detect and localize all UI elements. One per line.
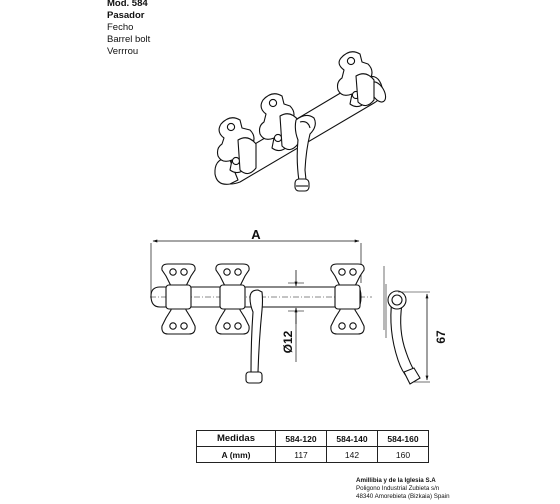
iso-bolt-tip [214,157,239,185]
front-guide-middle [215,263,250,335]
spec-model-cell: 584-140 [326,430,378,447]
spec-value-cell: 160 [377,446,429,463]
iso-guide-middle [258,93,299,152]
product-name-eu: Fecho [107,22,134,33]
side-view [383,266,430,385]
spec-table-value-row: A (mm) 117 142 160 [196,446,429,463]
isometric-view [214,51,387,192]
spec-table-header-row: Medidas 584-120 584-140 584-160 [196,430,429,447]
product-name-fr: Verrrou [107,46,139,57]
model-number: Mod. 584 [107,0,148,9]
company-address-line: Poligono Industrial Zubieta s/n [356,485,440,493]
spec-table: Medidas 584-120 584-140 584-160 A (mm) 1… [196,430,429,463]
spec-value-cell: 117 [275,446,327,463]
spec-model-cell: 584-120 [275,430,327,447]
iso-handle-knob [294,178,310,192]
company-address-line: 48340 Amorebieta (Bizkaia) Spain [356,493,450,501]
front-handle [249,289,264,373]
iso-guide-left [216,117,257,175]
product-name-en: Barrel bolt [107,34,151,45]
product-name-es: Pasador [107,10,145,21]
dimension-a-label: A [251,227,261,242]
spec-value-cell: 142 [326,446,378,463]
front-guide-left [161,263,196,335]
company-name: Amillibia y de la Iglesia S.A [356,477,436,484]
dimension-height-label: 67 [434,330,448,344]
spec-header-label: Medidas [196,430,276,447]
spec-row-label: A (mm) [196,446,276,463]
iso-guide-right [336,51,375,108]
dimension-diameter-label: Ø12 [281,330,295,353]
front-guide-right [330,263,365,335]
model-header: Mod. 584 Pasador Fecho Barrel bolt Verrr… [107,0,150,58]
spec-model-cell: 584-160 [377,430,429,447]
front-handle-knob [245,371,263,384]
company-address: Amillibia y de la Iglesia S.A Poligono I… [356,477,450,502]
front-view [150,239,372,384]
side-handle [390,299,417,379]
iso-handle [294,114,316,182]
